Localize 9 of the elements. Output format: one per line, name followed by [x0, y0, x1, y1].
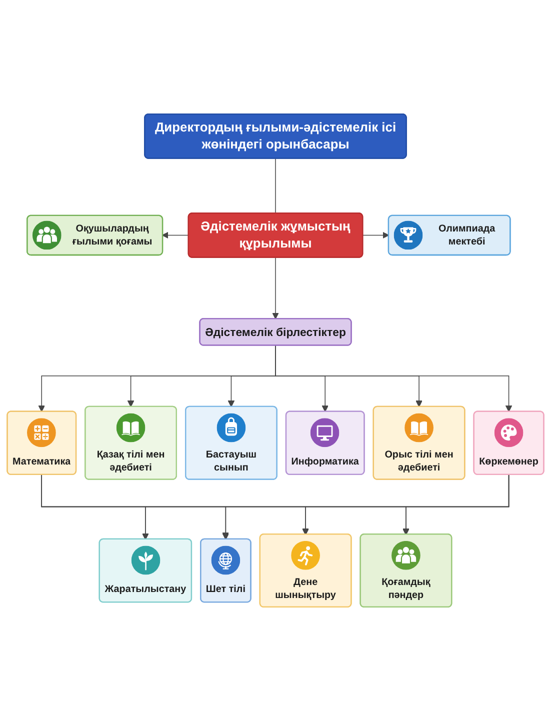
arrow [162, 231, 188, 238]
arrow [275, 344, 512, 412]
arrow [402, 474, 510, 534]
arrow [142, 474, 510, 540]
arrow [362, 231, 390, 238]
arrow [272, 256, 279, 319]
arrow [41, 474, 410, 535]
connector [275, 158, 276, 213]
arrow [302, 474, 510, 535]
